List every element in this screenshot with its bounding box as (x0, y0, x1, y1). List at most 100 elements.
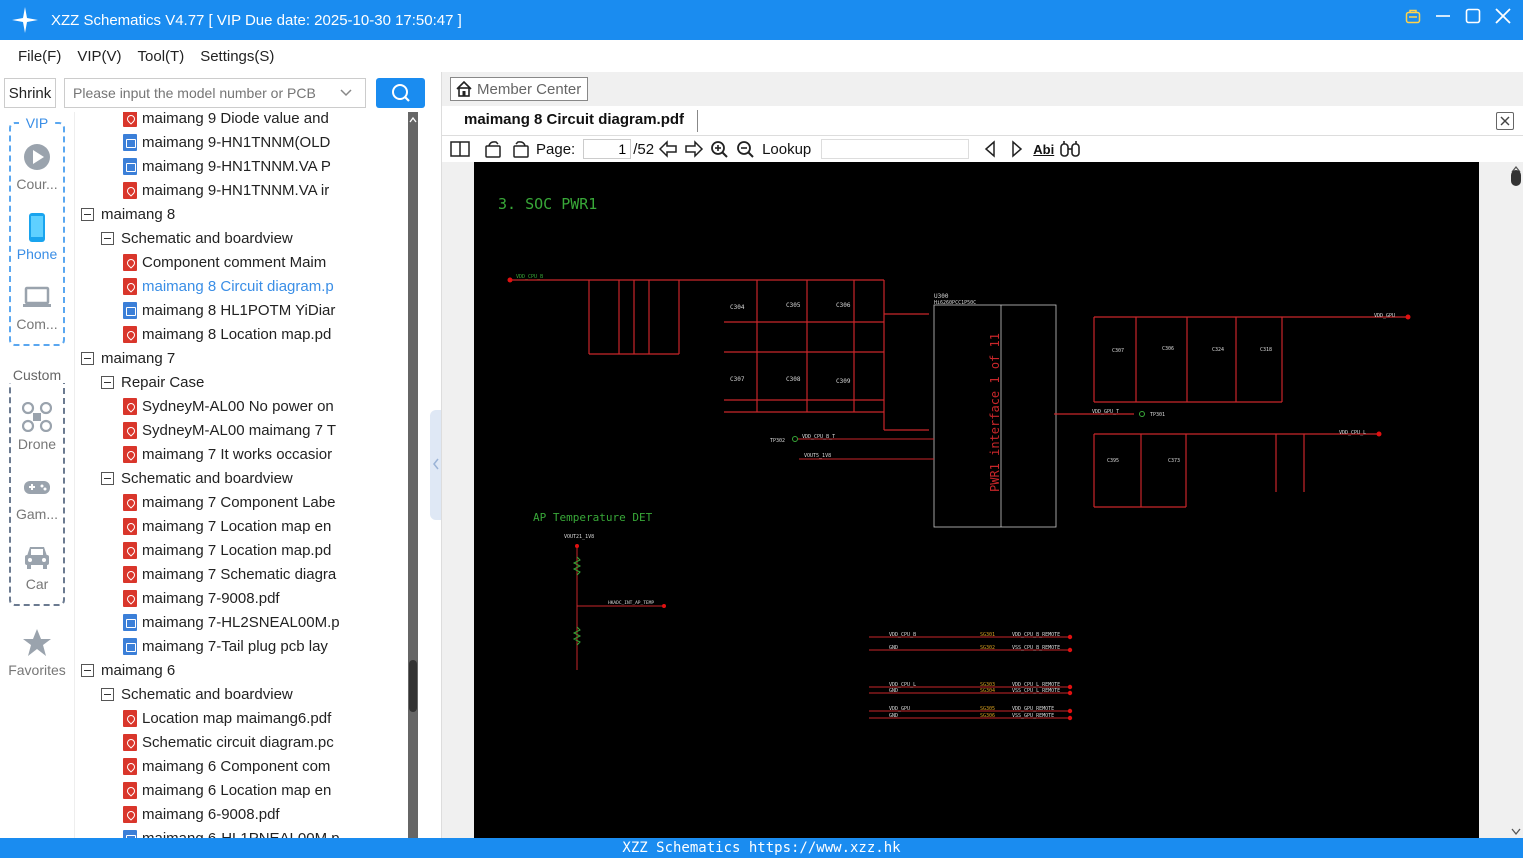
pdf-file-icon (123, 493, 137, 511)
rotate-left-icon[interactable] (484, 140, 504, 158)
tree-file[interactable]: maimang 9-HN1TNNM(OLD (123, 130, 420, 154)
tree-file[interactable]: maimang 6-HL1PNEAL00M.p (123, 826, 420, 838)
sidebar-item-car[interactable]: Car (0, 542, 74, 592)
tree-item-label: maimang 8 (101, 205, 176, 223)
find-previous-icon[interactable] (981, 140, 1001, 158)
remote-sense-label: VSS_CPU_B_REMOTE (1012, 645, 1060, 651)
tree-file[interactable]: maimang 6-9008.pdf (123, 802, 420, 826)
tree-file[interactable]: maimang 7 Schematic diagra (123, 562, 420, 586)
close-button[interactable] (1495, 8, 1511, 24)
tree-file[interactable]: maimang 9-HN1TNNM.VA P (123, 154, 420, 178)
tree-folder[interactable]: Repair Case (101, 370, 420, 394)
toggle-sidebar-icon[interactable] (450, 140, 470, 158)
sidebar-item-courses[interactable]: Cour... (0, 142, 74, 192)
tree-file[interactable]: Location map maimang6.pdf (123, 706, 420, 730)
collapse-icon[interactable] (81, 663, 94, 677)
tree-folder[interactable]: Schematic and boardview (101, 226, 420, 250)
sidebar-item-label: Cour... (16, 176, 58, 192)
tree-file[interactable]: maimang 9 Diode value and (123, 112, 420, 130)
maximize-button[interactable] (1465, 8, 1481, 24)
menu-settings[interactable]: Settings(S) (200, 47, 275, 65)
menu-vip[interactable]: VIP(V) (77, 47, 122, 65)
tree-file[interactable]: maimang 9-HN1TNNM.VA ir (123, 178, 420, 202)
zoom-in-icon[interactable] (710, 140, 730, 158)
tree-file[interactable]: Schematic circuit diagram.pc (123, 730, 420, 754)
tree-file[interactable]: maimang 6 Component com (123, 754, 420, 778)
page-number-input[interactable] (583, 139, 632, 159)
sidebar-item-drone[interactable]: Drone (0, 401, 74, 452)
match-case-icon[interactable]: Abi (1033, 141, 1055, 157)
minimize-button[interactable] (1435, 8, 1451, 24)
tab-document[interactable]: maimang 8 Circuit diagram.pdf (464, 111, 685, 128)
sidebar-item-label: Com... (16, 316, 58, 332)
rotate-right-icon[interactable] (510, 140, 530, 158)
collapse-icon[interactable] (101, 231, 114, 245)
collapse-icon[interactable] (81, 207, 94, 221)
tree-folder[interactable]: maimang 8 (81, 202, 420, 226)
tree-file[interactable]: SydneyM-AL00 No power on (123, 394, 420, 418)
tree-folder[interactable]: maimang 6 (81, 658, 420, 682)
scroll-up-icon[interactable] (408, 114, 418, 126)
vip-bag-icon[interactable] (1405, 8, 1421, 24)
tree-folder[interactable]: Schematic and boardview (101, 466, 420, 490)
tree-file[interactable]: maimang 7 Component Labe (123, 490, 420, 514)
net-port (1067, 647, 1073, 653)
collapse-icon[interactable] (101, 471, 114, 485)
menu-file[interactable]: File(F) (18, 47, 62, 65)
lookup-input[interactable] (821, 139, 970, 159)
net-port (1376, 431, 1382, 437)
search-button[interactable] (376, 78, 425, 108)
pdf-file-icon (123, 733, 137, 751)
next-page-icon[interactable] (684, 140, 704, 158)
remote-sense-label: VDD_CPU_L (889, 682, 916, 688)
pdf-file-icon (123, 325, 137, 343)
find-next-icon[interactable] (1007, 140, 1027, 158)
tree-folder[interactable]: Schematic and boardview (101, 682, 420, 706)
tree-file[interactable]: Component comment Maim (123, 250, 420, 274)
close-tab-icon[interactable] (1496, 112, 1514, 130)
tree-folder[interactable]: maimang 7 (81, 346, 420, 370)
search-input[interactable] (64, 78, 366, 108)
page-total: /52 (633, 140, 655, 158)
sidebar-item-computer[interactable]: Com... (0, 282, 74, 332)
tree-scrollbar[interactable] (408, 112, 418, 838)
tree-file[interactable]: maimang 7 It works occasior (123, 442, 420, 466)
title-bar: XZZ Schematics V4.77 [ VIP Due date: 202… (0, 0, 1523, 40)
tree-item-label: Location map maimang6.pdf (142, 709, 332, 727)
left-capacitor-labels: C304 C305 C306 C307 C308 C309 (730, 302, 851, 385)
collapse-icon[interactable] (101, 687, 114, 701)
find-options-icon[interactable] (1060, 140, 1081, 158)
gamepad-icon (22, 472, 52, 502)
sidebar-item-favorites[interactable]: Favorites (0, 628, 74, 678)
tree-file[interactable]: maimang 7-9008.pdf (123, 586, 420, 610)
collapse-icon[interactable] (101, 375, 114, 389)
sidebar-item-phone[interactable]: Phone (0, 212, 74, 262)
zoom-out-icon[interactable] (736, 140, 756, 158)
shrink-button[interactable]: Shrink (4, 78, 56, 108)
tree-file[interactable]: maimang 8 HL1POTM YiDiar (123, 298, 420, 322)
tree-file[interactable]: maimang 8 Circuit diagram.p (123, 274, 420, 298)
collapse-panel-handle[interactable] (430, 410, 442, 520)
cap-label: C304 (730, 304, 745, 311)
tree-file[interactable]: maimang 7-HL2SNEAL00M.p (123, 610, 420, 634)
cap-label: C306 (836, 302, 851, 309)
tree-scrollbar-thumb[interactable] (409, 660, 417, 712)
menu-tool[interactable]: Tool(T) (137, 47, 185, 65)
schematic-canvas[interactable]: 3. SOC PWR1 AP Temperature DET (474, 162, 1479, 838)
tree-file[interactable]: maimang 8 Location map.pd (123, 322, 420, 346)
tree-file[interactable]: maimang 7 Location map en (123, 514, 420, 538)
tree-file[interactable]: SydneyM-AL00 maimang 7 T (123, 418, 420, 442)
sidebar-item-games[interactable]: Gam... (0, 472, 74, 522)
member-center-button[interactable]: Member Center (450, 77, 589, 101)
pdf-file-icon (123, 517, 137, 535)
viewer-scrollbar[interactable] (1509, 162, 1523, 838)
collapse-icon[interactable] (81, 351, 94, 365)
ic-block-label: PWR1 interface 1 of 11 (988, 333, 1002, 492)
previous-page-icon[interactable] (658, 140, 678, 158)
tree-file[interactable]: maimang 6 Location map en (123, 778, 420, 802)
tree-file[interactable]: maimang 7 Location map.pd (123, 538, 420, 562)
tree-file[interactable]: maimang 7-Tail plug pcb lay (123, 634, 420, 658)
chevron-down-icon[interactable] (340, 86, 352, 98)
tree-item-label: maimang 7 It works occasior (142, 445, 333, 463)
tree-item-label: maimang 7-9008.pdf (142, 589, 280, 607)
